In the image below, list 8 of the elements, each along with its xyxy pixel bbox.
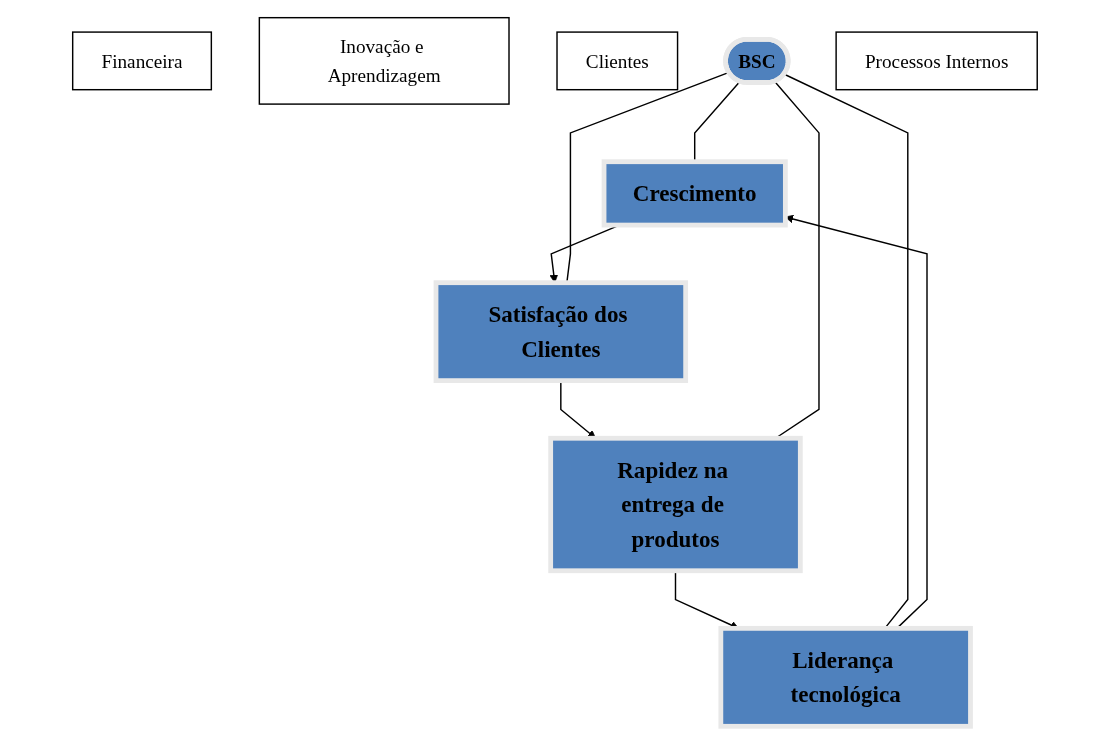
node-box: Satisfação dos Clientes <box>433 280 688 384</box>
node-box: Processos Internos <box>834 31 1038 91</box>
node-box: Crescimento <box>601 159 788 228</box>
node-box: Rapidez na entrega de produtos <box>547 435 803 574</box>
node-box: Inovação e Aprendizagem <box>258 16 510 105</box>
node-box: Liderança tecnológica <box>718 625 973 729</box>
node-box: Financeira <box>71 31 212 91</box>
node-box: Clientes <box>555 31 678 91</box>
